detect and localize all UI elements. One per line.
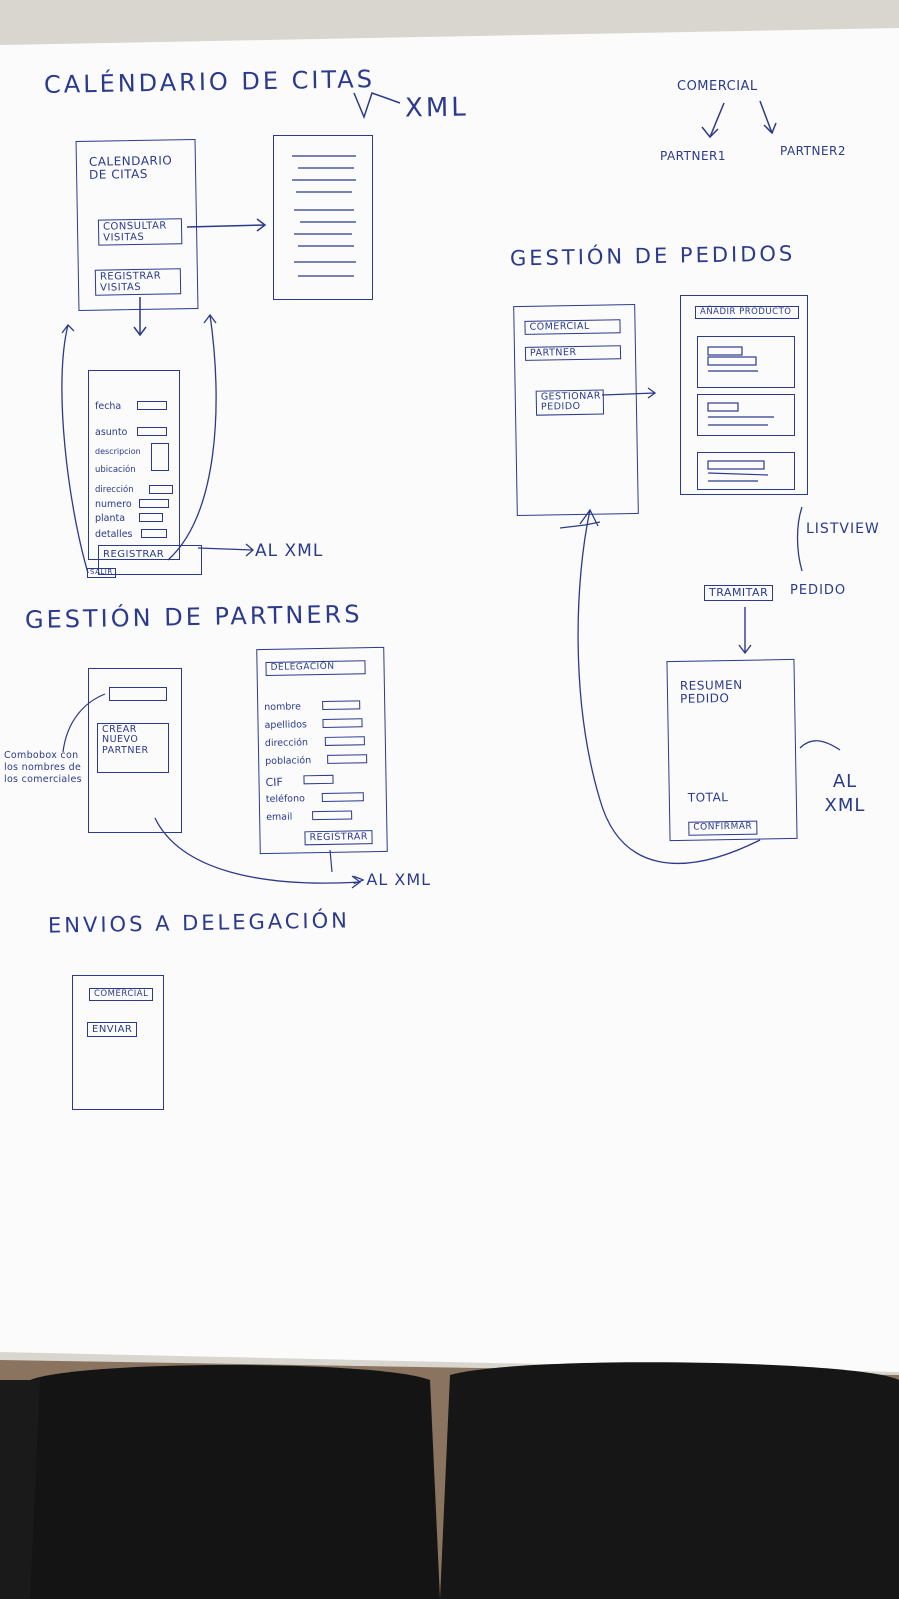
calendario-screen: CALENDARIO DE CITAS CONSULTAR VISITAS RE… bbox=[75, 138, 199, 312]
field-input-numero[interactable] bbox=[139, 499, 169, 508]
partner1-label: PARTNER1 bbox=[660, 149, 727, 163]
calendario-to-xml-label: AL XML bbox=[255, 541, 324, 561]
xml-document bbox=[273, 135, 373, 300]
pedidos-to-xml-label: AL XML bbox=[824, 771, 866, 817]
product-item[interactable] bbox=[697, 452, 795, 490]
field-label-apellidos: apellidos bbox=[264, 719, 308, 731]
field-label-planta: planta bbox=[95, 513, 126, 524]
field-input-direccion-partner[interactable] bbox=[324, 736, 365, 746]
tramitar-button[interactable]: TRAMITAR bbox=[704, 585, 774, 602]
registrar-visitas-button[interactable]: REGISTRAR VISITAS bbox=[94, 268, 182, 296]
pedidos-screen: COMERCIAL PARTNER GESTIONAR PEDIDO bbox=[513, 303, 639, 517]
product-item[interactable] bbox=[697, 336, 795, 388]
comercial-label: COMERCIAL bbox=[677, 79, 758, 94]
field-input-detalles[interactable] bbox=[141, 529, 167, 538]
partners-section-title: GESTIÓN DE PARTNERS bbox=[24, 600, 363, 634]
productos-screen: AÑADIR PRODUCTO bbox=[680, 295, 808, 495]
field-input-nombre[interactable] bbox=[322, 700, 361, 710]
registrar-arrow bbox=[133, 297, 147, 337]
product-item-lines bbox=[707, 346, 758, 372]
hierarchy-arrows bbox=[701, 100, 777, 139]
field-label-numero: numero bbox=[95, 499, 132, 510]
pedidos-flow-lines bbox=[560, 508, 841, 865]
document-lines bbox=[292, 155, 356, 277]
field-input-cif[interactable] bbox=[303, 774, 334, 785]
field-input-fecha[interactable] bbox=[137, 401, 167, 410]
product-item-lines bbox=[707, 460, 769, 482]
partners-flow-line bbox=[154, 817, 362, 889]
pedidos-partner-combobox[interactable]: PARTNER bbox=[524, 345, 622, 362]
envios-screen: COMERCIAL ENVIAR bbox=[72, 975, 164, 1110]
calendario-flow-lines bbox=[61, 313, 254, 574]
calendario-screen-title: CALENDARIO DE CITAS bbox=[88, 153, 173, 182]
tramitar-arrow bbox=[738, 607, 752, 655]
field-label-detalles: detalles bbox=[95, 529, 133, 540]
partner2-label: PARTNER2 bbox=[780, 144, 847, 158]
field-label-nombre: nombre bbox=[264, 701, 302, 714]
crear-partner-button[interactable]: CREAR NUEVO PARTNER bbox=[97, 723, 169, 773]
envios-comercial-combobox[interactable]: COMERCIAL bbox=[89, 988, 154, 1002]
field-label-asunto: asunto bbox=[95, 427, 128, 438]
field-input-direccion[interactable] bbox=[149, 485, 173, 494]
field-input-descripcion[interactable] bbox=[151, 443, 169, 471]
field-input-planta[interactable] bbox=[139, 513, 163, 522]
anadir-producto-button[interactable]: AÑADIR PRODUCTO bbox=[695, 306, 799, 320]
note-pointer bbox=[62, 693, 106, 753]
xml-label: XML bbox=[404, 92, 469, 124]
field-label-ubicacion: ubicación bbox=[95, 465, 136, 475]
registrar-form-button[interactable]: REGISTRAR bbox=[98, 545, 202, 575]
consultar-arrow bbox=[186, 218, 267, 232]
comercial-combobox[interactable] bbox=[109, 687, 167, 701]
xml-arrow bbox=[353, 92, 401, 120]
gestionar-arrow bbox=[601, 387, 657, 399]
listview-label: LISTVIEW bbox=[806, 521, 880, 537]
pedidos-section-title: GESTIÓN DE PEDIDOS bbox=[509, 241, 796, 271]
product-item[interactable] bbox=[697, 394, 795, 436]
field-label-fecha: fecha bbox=[95, 401, 122, 412]
field-label-cif: CIF bbox=[265, 775, 283, 789]
envios-section-title: ENVIOS A DELEGACIÓN bbox=[47, 908, 351, 938]
gestionar-pedido-button[interactable]: GESTIONAR PEDIDO bbox=[535, 389, 605, 416]
enviar-button[interactable]: ENVIAR bbox=[87, 1022, 138, 1037]
partners-to-xml-label: >AL XML bbox=[352, 870, 432, 889]
field-label-telefono: teléfono bbox=[265, 793, 305, 805]
tramitar-pedido-label: PEDIDO bbox=[790, 583, 847, 598]
field-label-direccion-partner: dirección bbox=[264, 737, 309, 749]
consultar-visitas-button[interactable]: CONSULTAR VISITAS bbox=[97, 218, 183, 246]
listview-bracket bbox=[796, 506, 803, 572]
field-input-telefono[interactable] bbox=[321, 792, 364, 803]
registrar-visita-form: fecha asunto descripcion ubicación direc… bbox=[88, 370, 180, 560]
pedidos-comercial-combobox[interactable]: COMERCIAL bbox=[524, 319, 621, 336]
field-label-poblacion: población bbox=[265, 755, 312, 767]
product-item-lines bbox=[707, 402, 774, 426]
field-input-apellidos[interactable] bbox=[322, 718, 363, 728]
field-label-direccion: dirección bbox=[95, 485, 134, 495]
delegacion-select[interactable]: DELEGACIÓN bbox=[265, 660, 366, 676]
field-input-asunto[interactable] bbox=[137, 427, 167, 436]
partners-screen: CREAR NUEVO PARTNER bbox=[88, 668, 182, 833]
combobox-note: Combobox con los nombres de los comercia… bbox=[4, 750, 82, 785]
field-label-descripcion: descripcion bbox=[95, 447, 141, 456]
calendario-section-title: CALÉNDARIO DE CITAS bbox=[43, 65, 376, 99]
field-input-poblacion[interactable] bbox=[327, 754, 368, 764]
